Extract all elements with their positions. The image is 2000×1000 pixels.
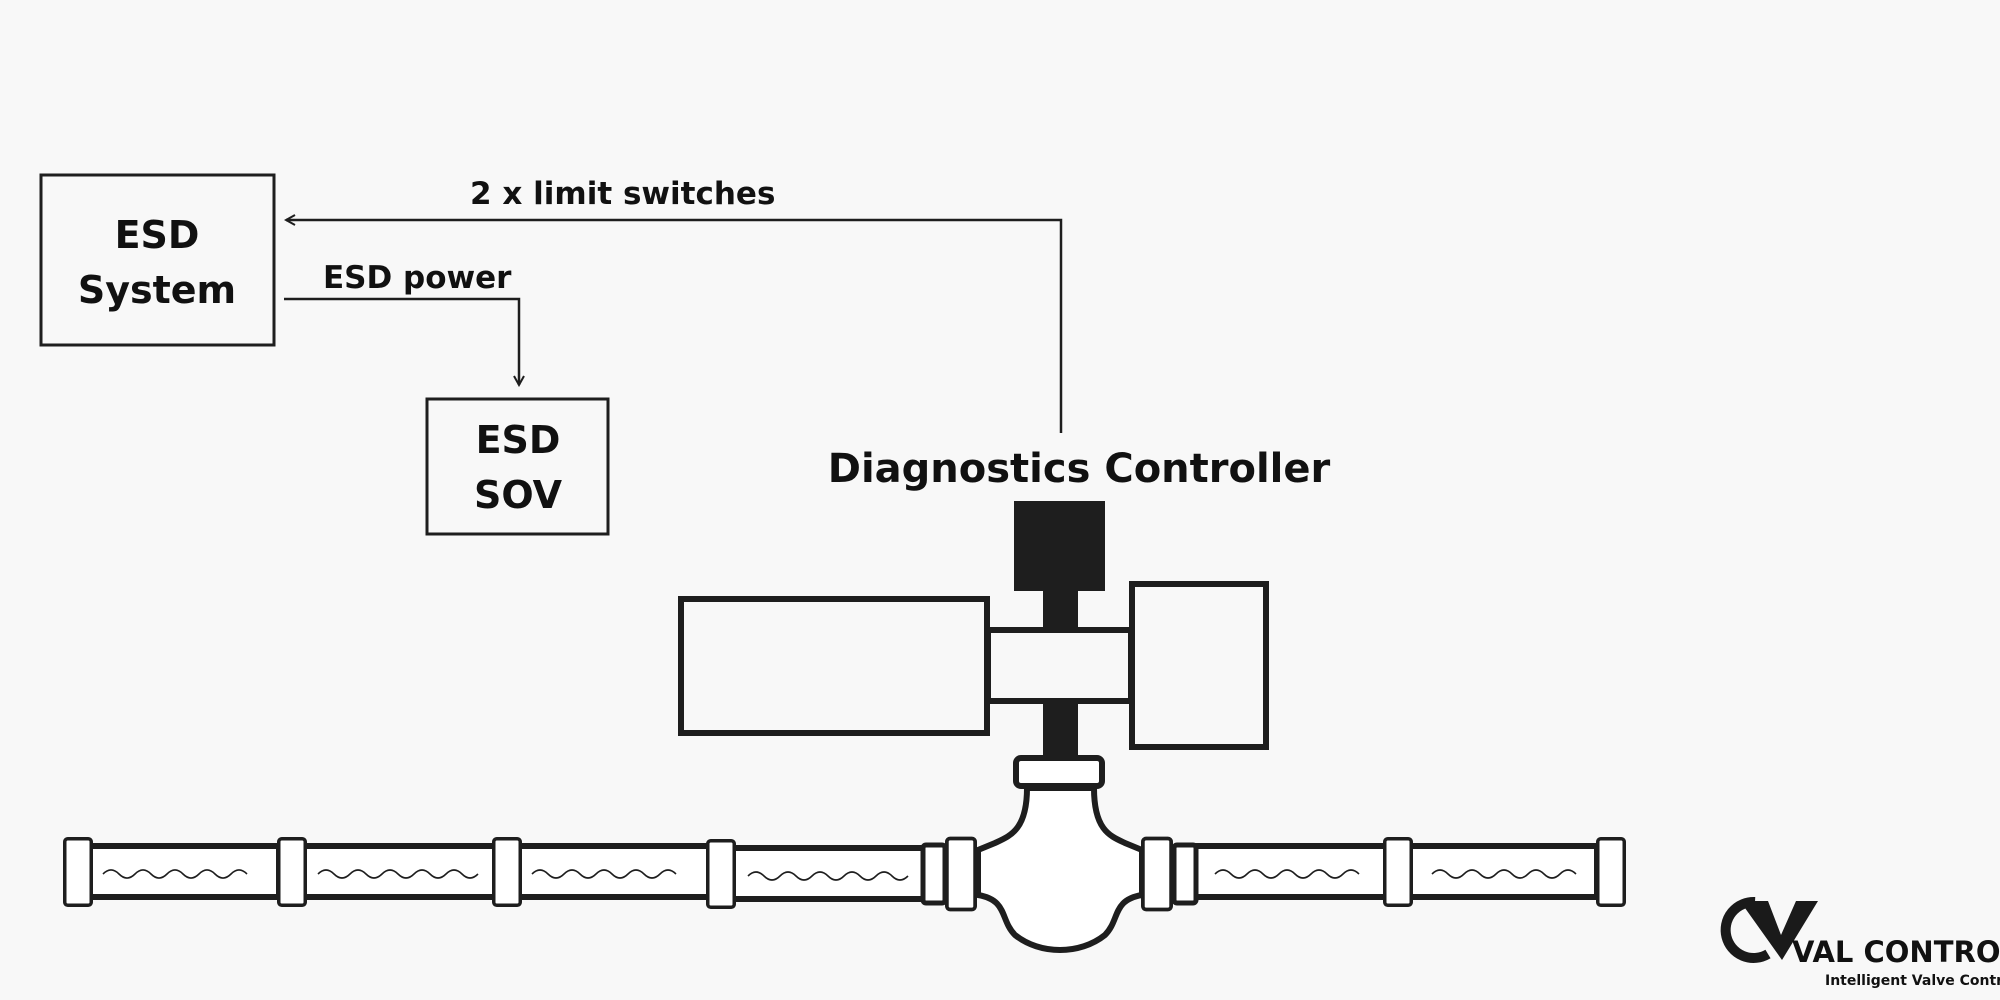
esd-power-arrow [284,297,519,385]
vc-monogram-icon [1720,896,1818,963]
actuator-spring-housing [1129,581,1269,750]
esd-power-label: ESD power [323,260,512,296]
valve-flange [1143,839,1171,910]
limit-switches-label: 2 x limit switches [470,176,775,212]
esd-sov-box: ESD SOV [425,397,610,536]
pipe-segment [1182,843,1397,900]
esd-system-box: ESD System [39,173,276,347]
esd-sov-label-line2: SOV [474,473,563,517]
valve-stem [1043,703,1078,757]
valve-bonnet [1013,755,1105,789]
pipe-flange [1596,837,1626,907]
pipe-flange [492,837,522,907]
valve-actuator-assembly [678,501,1269,757]
valve-body [920,755,1199,953]
limit-switches-arrow [286,220,1063,433]
controller-stem [1043,589,1078,629]
actuator-yoke [985,627,1134,704]
valve-gasket [1171,842,1199,906]
flow-waves [102,869,1577,881]
logo-name: VAL CONTROLS [1792,935,2000,969]
valve-gasket [920,842,948,906]
logo-tagline: Intelligent Valve Control [1825,973,2000,989]
esd-system-label-line1: ESD [115,213,200,257]
diagnostics-controller-unit [1014,501,1105,591]
pipe-flange [1383,837,1413,907]
valve-flange [947,839,975,910]
diagnostics-controller-label: Diagnostics Controller [828,446,1331,492]
actuator-cylinder [678,596,990,736]
val-controls-logo: VAL CONTROLS Intelligent Valve Control [1720,896,2000,989]
esd-power-connection: ESD power [284,260,519,385]
pipeline [63,755,1626,953]
pipe-flange [63,837,93,907]
limit-switches-connection: 2 x limit switches [286,176,1063,433]
esd-system-label-line2: System [78,268,236,312]
pipe-flange [706,839,736,909]
pipe-flange [277,837,307,907]
esd-sov-label-line1: ESD [476,418,561,462]
